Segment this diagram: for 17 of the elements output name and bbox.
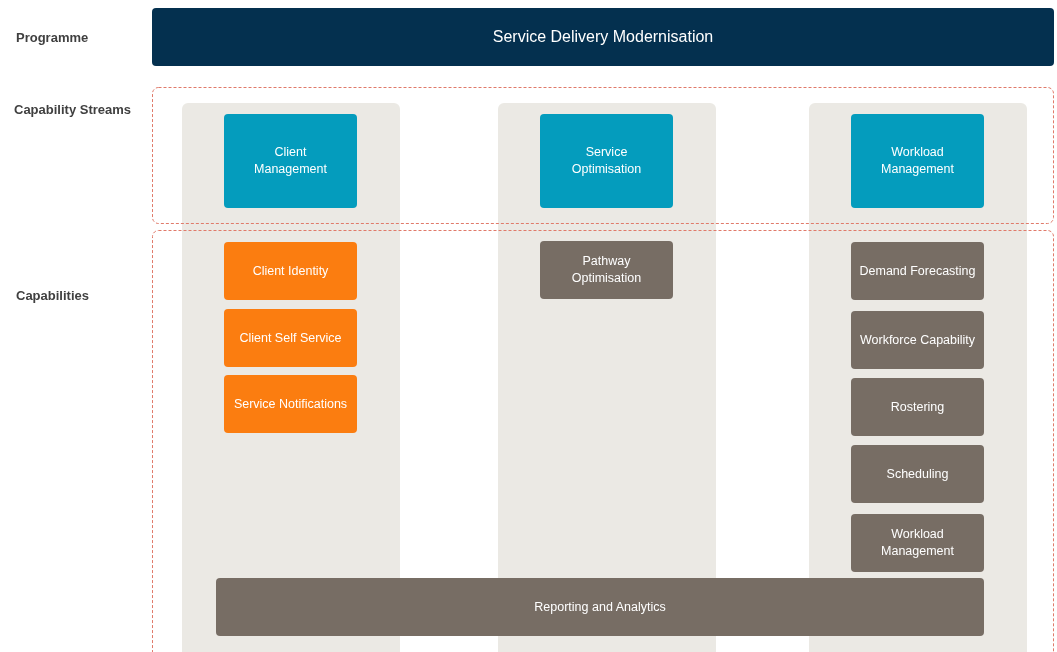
- capability-box: Scheduling: [851, 445, 984, 503]
- capability-box: Rostering: [851, 378, 984, 436]
- capability-box: Client Identity: [224, 242, 357, 300]
- capability-box: Client Self Service: [224, 309, 357, 367]
- capability-box: Workforce Capability: [851, 311, 984, 369]
- capability-box: Demand Forecasting: [851, 242, 984, 300]
- row-label: Capabilities: [16, 288, 89, 303]
- stream-box: Client Management: [224, 114, 357, 208]
- capability-box: Reporting and Analytics: [216, 578, 984, 636]
- capability-box: Pathway Optimisation: [540, 241, 673, 299]
- capability-box: Service Notifications: [224, 375, 357, 433]
- stream-box: Service Optimisation: [540, 114, 673, 208]
- row-label: Capability Streams: [14, 102, 132, 117]
- stream-box: Workload Management: [851, 114, 984, 208]
- capability-box: Workload Management: [851, 514, 984, 572]
- row-label: Programme: [16, 30, 89, 45]
- programme-bar: Service Delivery Modernisation: [152, 8, 1054, 66]
